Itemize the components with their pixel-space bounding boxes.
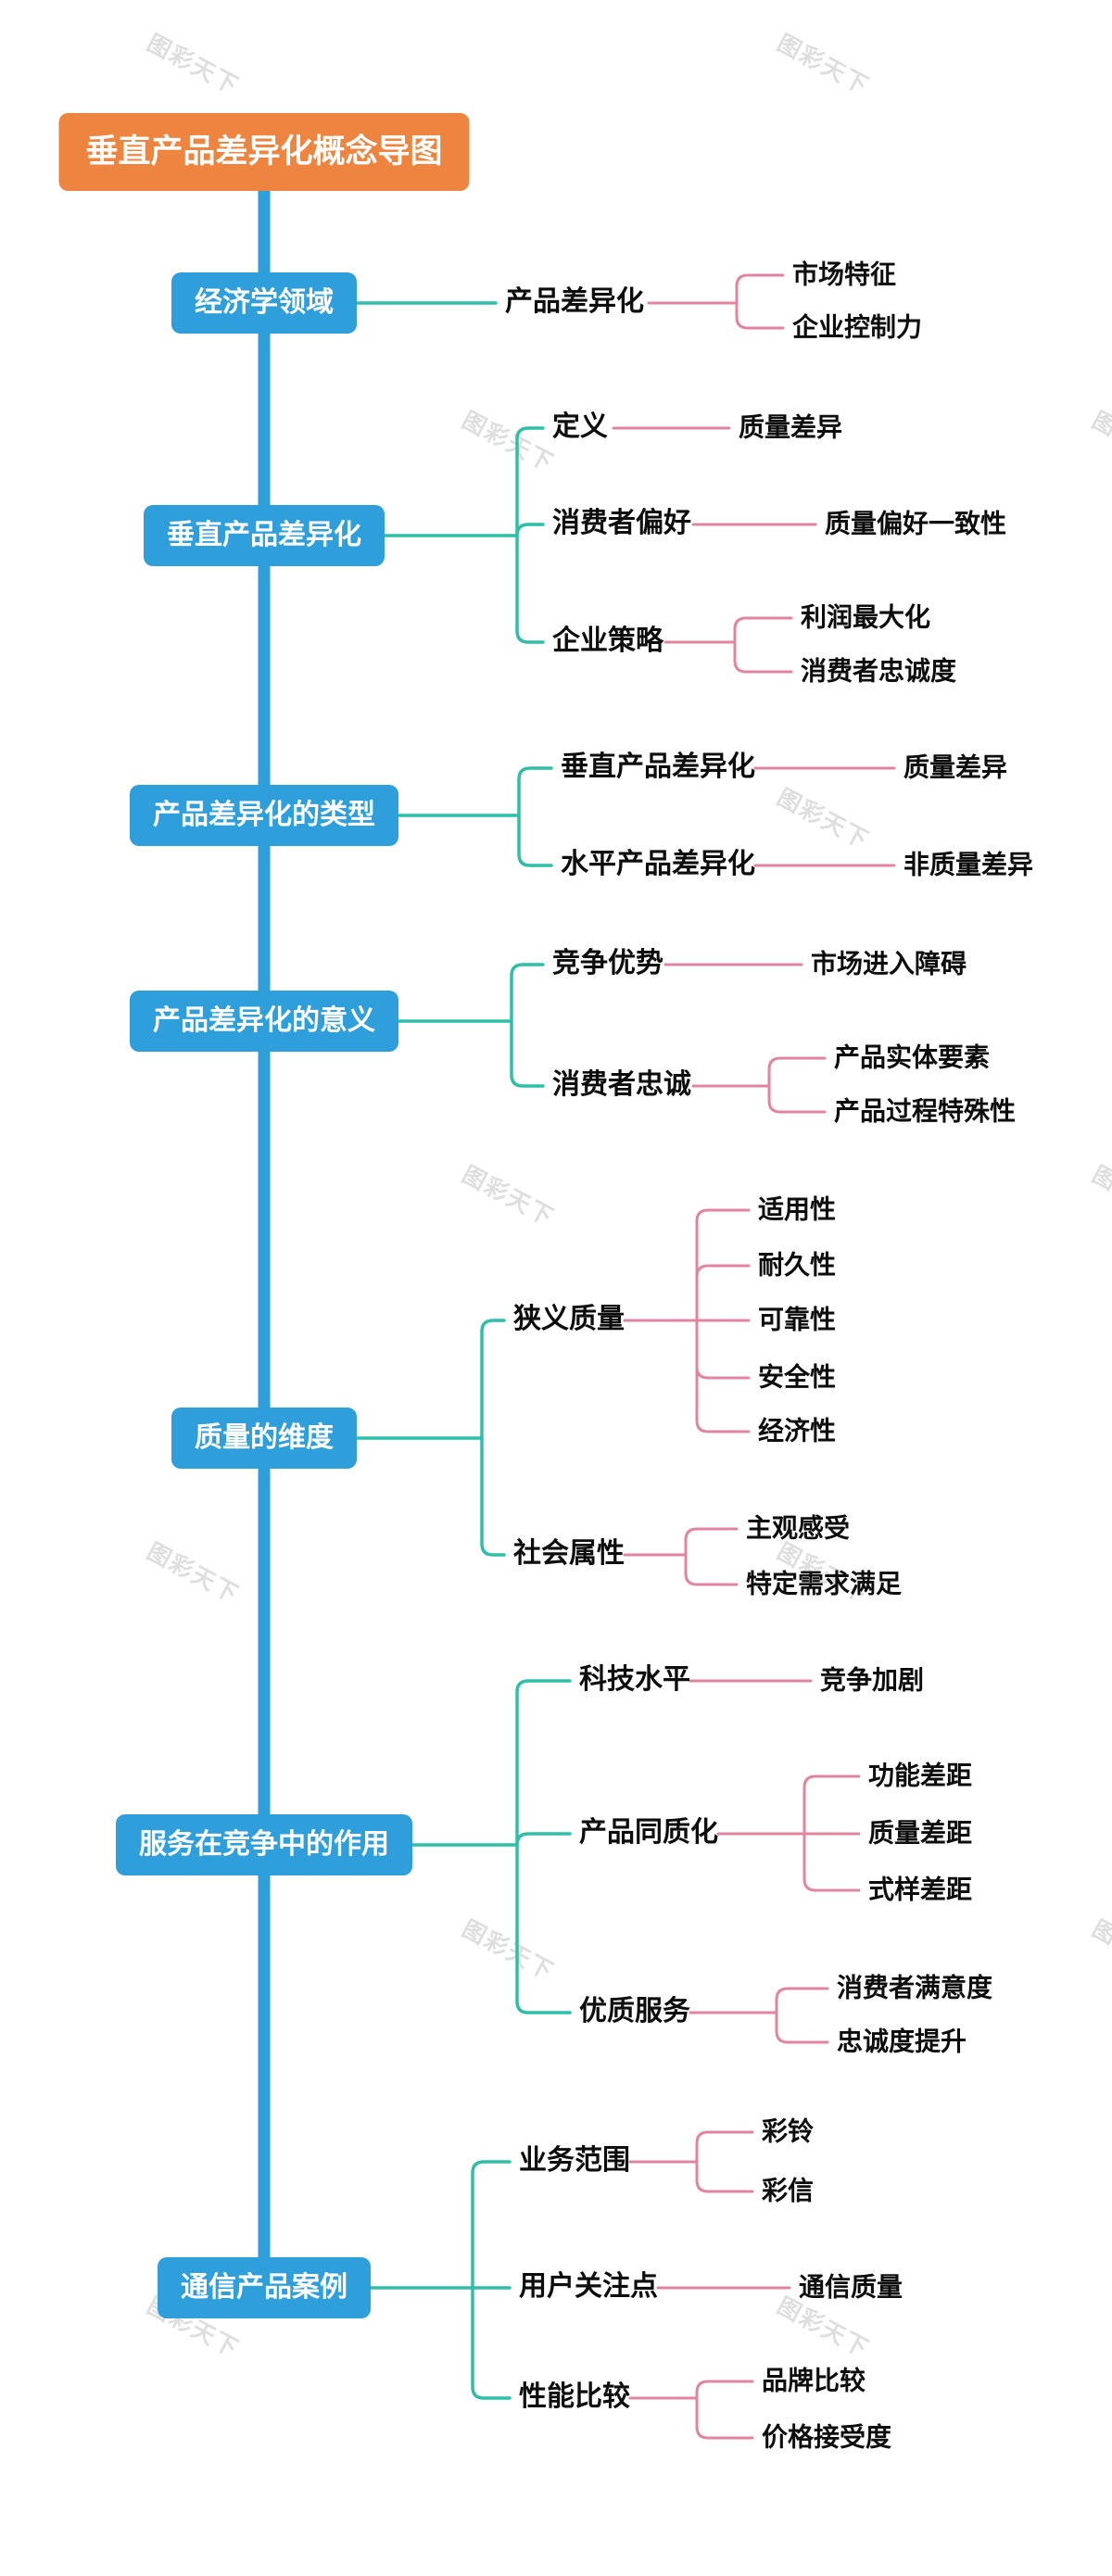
topic-label[interactable]: 消费者偏好 <box>552 507 691 540</box>
branch-node[interactable]: 产品差异化的意义 <box>130 991 398 1052</box>
subtopic-label[interactable]: 产品过程特殊性 <box>834 1095 1017 1127</box>
subtopic-label[interactable]: 价格接受度 <box>762 2421 892 2453</box>
subtopic-label[interactable]: 质量差异 <box>739 411 843 443</box>
subtopic-label[interactable]: 彩铃 <box>762 2115 815 2147</box>
subtopic-label[interactable]: 市场特征 <box>792 259 897 290</box>
subtopic-label[interactable]: 品牌比较 <box>762 2365 866 2396</box>
topic-label[interactable]: 垂直产品差异化 <box>561 751 755 784</box>
subtopic-label[interactable]: 适用性 <box>758 1193 837 1225</box>
subtopic-label[interactable]: 利润最大化 <box>801 601 931 633</box>
connector-path <box>647 273 785 330</box>
connector-path <box>628 2380 754 2440</box>
branch-node[interactable]: 产品差异化的类型 <box>130 785 398 846</box>
subtopic-label[interactable]: 市场进入障碍 <box>811 948 967 979</box>
subtopic-label[interactable]: 通信质量 <box>799 2271 904 2303</box>
topic-label[interactable]: 消费者忠诚 <box>552 1068 691 1102</box>
connector-path <box>716 1774 861 1892</box>
topic-label[interactable]: 性能比较 <box>519 2380 630 2414</box>
connector-path <box>689 1987 829 2044</box>
topic-label[interactable]: 优质服务 <box>579 1995 690 2028</box>
connector-path <box>663 616 793 674</box>
topic-label[interactable]: 用户关注点 <box>519 2270 658 2304</box>
connector-path <box>623 1527 739 1586</box>
branch-node[interactable]: 垂直产品差异化 <box>144 505 385 566</box>
connector-path <box>691 1056 827 1114</box>
subtopic-label[interactable]: 忠诚度提升 <box>837 2026 967 2057</box>
subtopic-label[interactable]: 经济性 <box>758 1415 837 1446</box>
connector-path <box>350 1679 572 2014</box>
subtopic-label[interactable]: 质量差距 <box>868 1817 973 1849</box>
topic-label[interactable]: 竞争优势 <box>552 947 663 980</box>
subtopic-label[interactable]: 消费者满意度 <box>837 1972 993 2003</box>
subtopic-label[interactable]: 可靠性 <box>758 1304 837 1335</box>
branch-node[interactable]: 质量的维度 <box>171 1408 357 1469</box>
subtopic-label[interactable]: 主观感受 <box>746 1512 851 1544</box>
subtopic-label[interactable]: 功能差距 <box>868 1760 973 1791</box>
subtopic-label[interactable]: 非质量差异 <box>904 849 1034 880</box>
root-node[interactable]: 垂直产品差异化概念导图 <box>58 113 470 191</box>
subtopic-label[interactable]: 竞争加剧 <box>820 1664 925 1696</box>
subtopic-label[interactable]: 质量差异 <box>904 751 1008 783</box>
topic-label[interactable]: 业务范围 <box>519 2144 630 2178</box>
subtopic-label[interactable]: 安全性 <box>758 1361 837 1393</box>
connector-path <box>323 426 545 644</box>
branch-node[interactable]: 通信产品案例 <box>158 2257 371 2318</box>
topic-label[interactable]: 水平产品差异化 <box>561 848 755 881</box>
topic-label[interactable]: 产品差异化 <box>505 285 644 319</box>
subtopic-label[interactable]: 特定需求满足 <box>746 1568 903 1599</box>
topic-label[interactable]: 科技水平 <box>579 1663 690 1697</box>
topic-label[interactable]: 狭义质量 <box>513 1303 625 1336</box>
connector-path <box>623 1208 751 1433</box>
topic-label[interactable]: 产品同质化 <box>579 1816 718 1850</box>
topic-label[interactable]: 定义 <box>552 410 608 444</box>
subtopic-label[interactable]: 式样差距 <box>868 1874 973 1905</box>
connector-path <box>312 2160 512 2400</box>
subtopic-label[interactable]: 彩信 <box>762 2175 815 2206</box>
subtopic-label[interactable]: 消费者忠诚度 <box>801 655 957 687</box>
subtopic-label[interactable]: 产品实体要素 <box>834 1042 991 1073</box>
topic-label[interactable]: 企业策略 <box>552 625 663 658</box>
topic-label[interactable]: 社会属性 <box>513 1537 625 1571</box>
connector-path <box>628 2130 754 2193</box>
subtopic-label[interactable]: 企业控制力 <box>792 311 923 343</box>
subtopic-label[interactable]: 质量偏好一致性 <box>825 508 1007 539</box>
branch-node[interactable]: 服务在竞争中的作用 <box>116 1814 412 1875</box>
branch-node[interactable]: 经济学领域 <box>171 272 357 334</box>
subtopic-label[interactable]: 耐久性 <box>758 1249 837 1281</box>
